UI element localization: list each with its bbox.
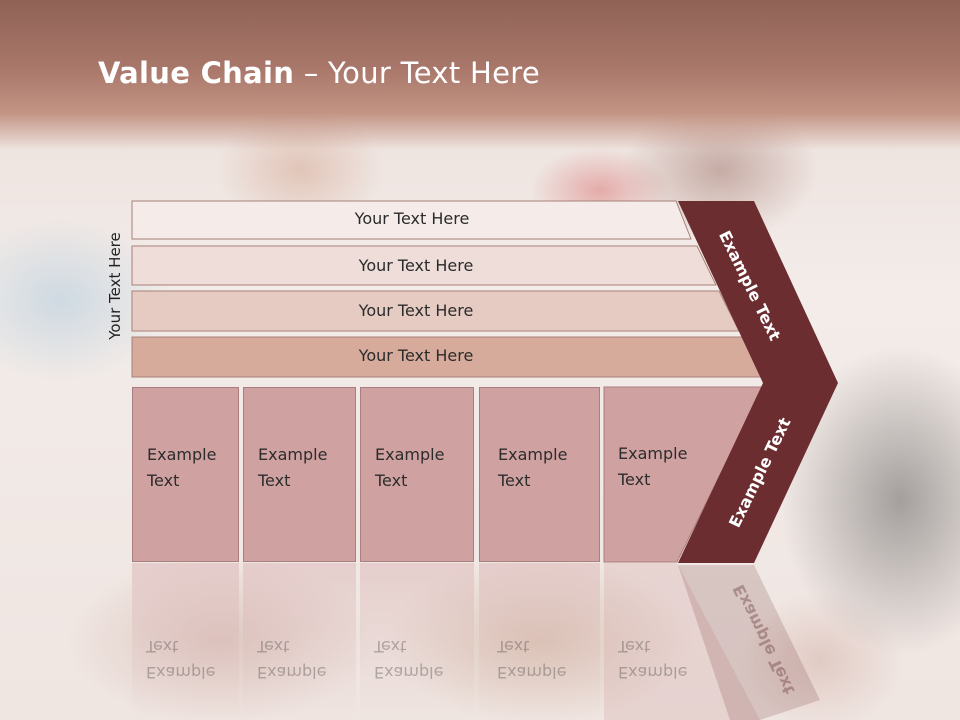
chevron-reflection <box>678 565 820 720</box>
title-rest: – Your Text Here <box>294 56 540 90</box>
row-label-1: Your Text Here <box>354 209 470 228</box>
row-label-4: Your Text Here <box>358 346 474 365</box>
title-band <box>0 0 960 150</box>
box-5-reflection <box>604 563 760 720</box>
row-bar-2 <box>131 245 717 286</box>
title-bold: Value Chain <box>98 56 295 90</box>
row-bar-1 <box>131 200 692 240</box>
page-title: Value Chain – Your Text Here <box>98 56 540 90</box>
row-label-3: Your Text Here <box>358 301 474 320</box>
chevron-shape <box>678 201 838 563</box>
box-5-shape <box>603 386 764 563</box>
row-label-2: Your Text Here <box>358 256 474 275</box>
